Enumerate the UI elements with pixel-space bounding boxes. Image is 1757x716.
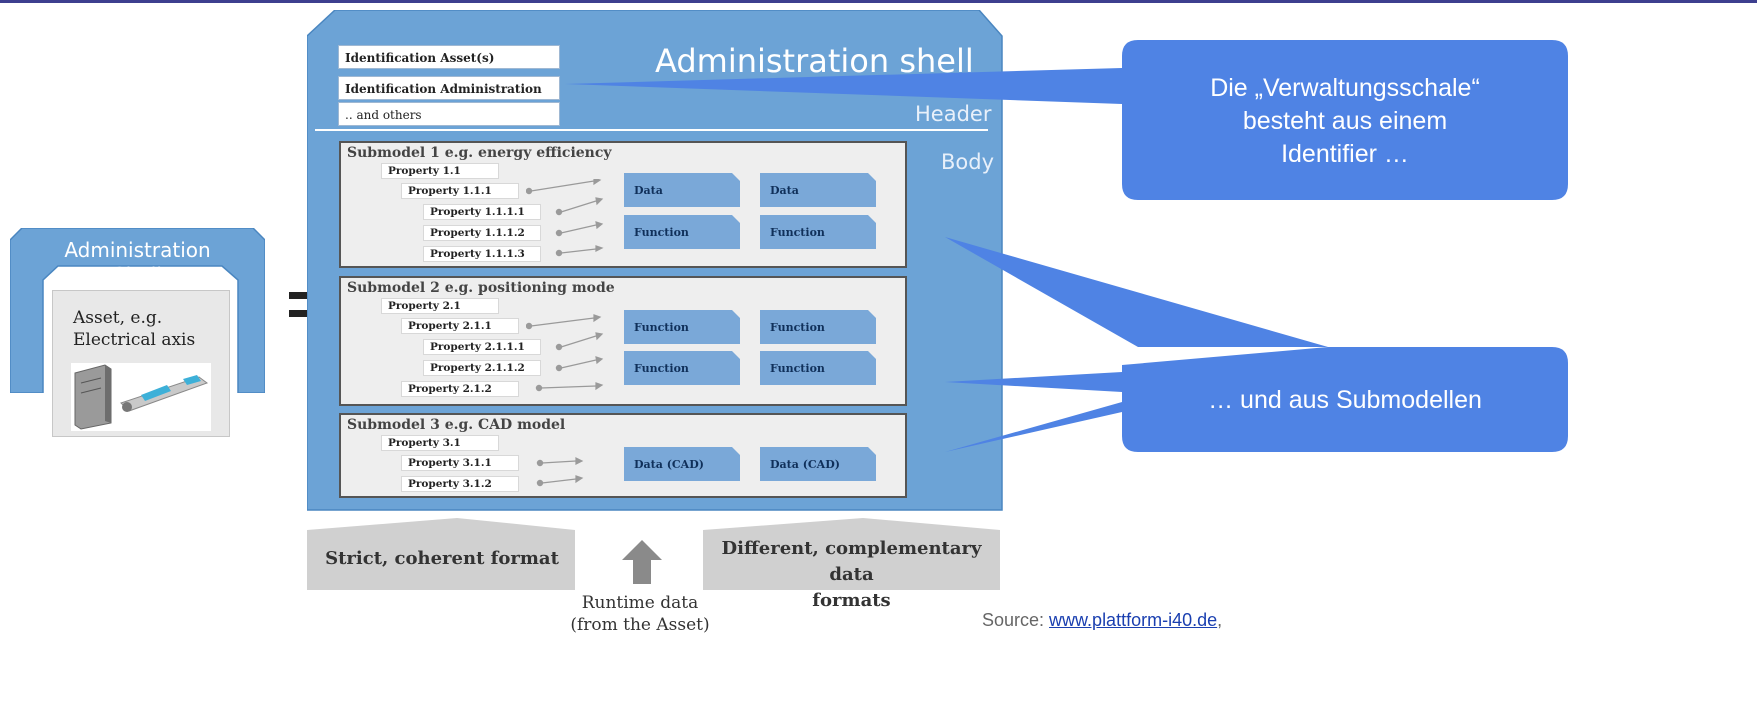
identification-asset-box: Identification Asset(s) <box>338 45 560 69</box>
submodel-1-element-4: Function <box>760 215 890 251</box>
small-shell-title-line2: Shell <box>113 263 162 287</box>
header-label: Header <box>915 102 992 126</box>
submodels-callout-text: … und aus Submodellen <box>1208 386 1482 414</box>
identification-shell-box: Identification Administration Shell <box>338 76 560 120</box>
identifier-callout <box>565 40 1568 200</box>
complementary-format-label: Different, complementary data formats <box>703 536 1000 614</box>
submodel-2-element-4: Function <box>760 351 890 387</box>
submodel-2: Submodel 2 e.g. positioning mode Propert… <box>339 276 907 406</box>
submodel-2-element-3-label: Function <box>634 362 689 375</box>
submodel-3-element-2: Data (CAD) <box>760 447 890 483</box>
submodel-2-element-2: Function <box>760 310 890 346</box>
administration-shell-title: Administration shell <box>655 42 974 80</box>
submodel-3-title: Submodel 3 e.g. CAD model <box>347 417 566 433</box>
property-2-1-1: Property 2.1.1 <box>401 318 519 334</box>
submodel-1-title: Submodel 1 e.g. energy efficiency <box>347 145 612 161</box>
asset-card: Asset, e.g. Electrical axis <box>52 290 230 437</box>
runtime-arrow-up-icon <box>622 540 662 584</box>
property-1-1-1: Property 1.1.1 <box>401 183 519 199</box>
runtime-data-label: Runtime data (from the Asset) <box>540 592 740 636</box>
source-prefix: Source: <box>982 610 1050 630</box>
source-link[interactable]: www.plattform-i40.de <box>1049 610 1218 630</box>
identifier-callout-text: Die „Verwaltungsschale“ besteht aus eine… <box>1122 72 1568 171</box>
property-2-1: Property 2.1 <box>381 298 499 314</box>
strict-format-label: Strict, coherent format <box>325 548 559 569</box>
submodel-2-element-4-label: Function <box>770 362 825 375</box>
property-2-1-2: Property 2.1.2 <box>401 381 519 397</box>
asset-label: Asset, e.g. Electrical axis <box>73 307 195 351</box>
submodel-1-element-2: Data <box>760 173 890 209</box>
property-1-1: Property 1.1 <box>381 163 499 179</box>
submodel-2-element-2-label: Function <box>770 321 825 334</box>
submodel-3-element-2-label: Data (CAD) <box>770 458 840 471</box>
submodel-2-connectors <box>526 314 604 392</box>
submodel-2-title: Submodel 2 e.g. positioning mode <box>347 280 615 296</box>
submodel-2-element-1-label: Function <box>634 321 689 334</box>
property-3-1: Property 3.1 <box>381 435 499 451</box>
header-separator <box>315 129 988 131</box>
property-1-1-1-2: Property 1.1.1.2 <box>423 225 541 241</box>
identifier-callout-line1: Die „Verwaltungsschale“ <box>1210 74 1480 102</box>
submodel-3-connectors <box>536 457 584 487</box>
submodel-2-element-3: Function <box>624 351 754 387</box>
property-3-1-1: Property 3.1.1 <box>401 455 519 471</box>
source-suffix: , <box>1217 610 1223 630</box>
submodel-1: Submodel 1 e.g. energy efficiency Proper… <box>339 141 907 268</box>
submodel-1-element-3: Function <box>624 215 754 251</box>
submodel-2-element-1: Function <box>624 310 754 346</box>
property-3-1-2: Property 3.1.2 <box>401 476 519 492</box>
property-1-1-1-1: Property 1.1.1.1 <box>423 204 541 220</box>
identifier-callout-line2: besteht aus einem <box>1242 107 1448 135</box>
submodel-1-connectors <box>526 179 604 257</box>
runtime-line2: (from the Asset) <box>570 615 710 635</box>
submodels-callout <box>945 237 1568 452</box>
submodel-1-element-4-label: Function <box>770 226 825 239</box>
submodel-1-element-3-label: Function <box>634 226 689 239</box>
submodel-1-element-1-label: Data <box>634 184 663 197</box>
submodel-3-element-1: Data (CAD) <box>624 447 754 483</box>
submodel-3: Submodel 3 e.g. CAD model Property 3.1 P… <box>339 413 907 498</box>
submodel-3-element-1-label: Data (CAD) <box>634 458 704 471</box>
complementary-format-shape <box>703 518 1000 590</box>
complementary-format-line1: Different, complementary data <box>721 538 982 585</box>
submodel-1-element-2-label: Data <box>770 184 799 197</box>
body-label: Body <box>941 150 995 174</box>
small-shell-title: Administration Shell <box>10 238 265 288</box>
property-2-1-1-2: Property 2.1.1.2 <box>423 360 541 376</box>
identifier-callout-line3: Identifier … <box>1281 140 1409 168</box>
electrical-axis-image <box>71 363 211 431</box>
asset-label-line1: Asset, e.g. <box>73 308 163 328</box>
small-shell-title-line1: Administration <box>64 238 211 262</box>
complementary-format-line2: formats <box>812 590 891 611</box>
source-citation: Source: www.plattform-i40.de, <box>982 610 1222 631</box>
submodel-1-element-1: Data <box>624 173 754 209</box>
identification-others-box: .. and others <box>338 102 560 126</box>
small-administration-shell: Administration Shell <box>10 228 265 393</box>
property-2-1-1-1: Property 2.1.1.1 <box>423 339 541 355</box>
property-1-1-1-3: Property 1.1.1.3 <box>423 246 541 262</box>
small-shell-shape <box>10 228 265 393</box>
runtime-line1: Runtime data <box>581 593 699 613</box>
asset-label-line2: Electrical axis <box>73 330 196 350</box>
strict-format-shape <box>307 518 575 590</box>
top-rule <box>0 0 1757 3</box>
